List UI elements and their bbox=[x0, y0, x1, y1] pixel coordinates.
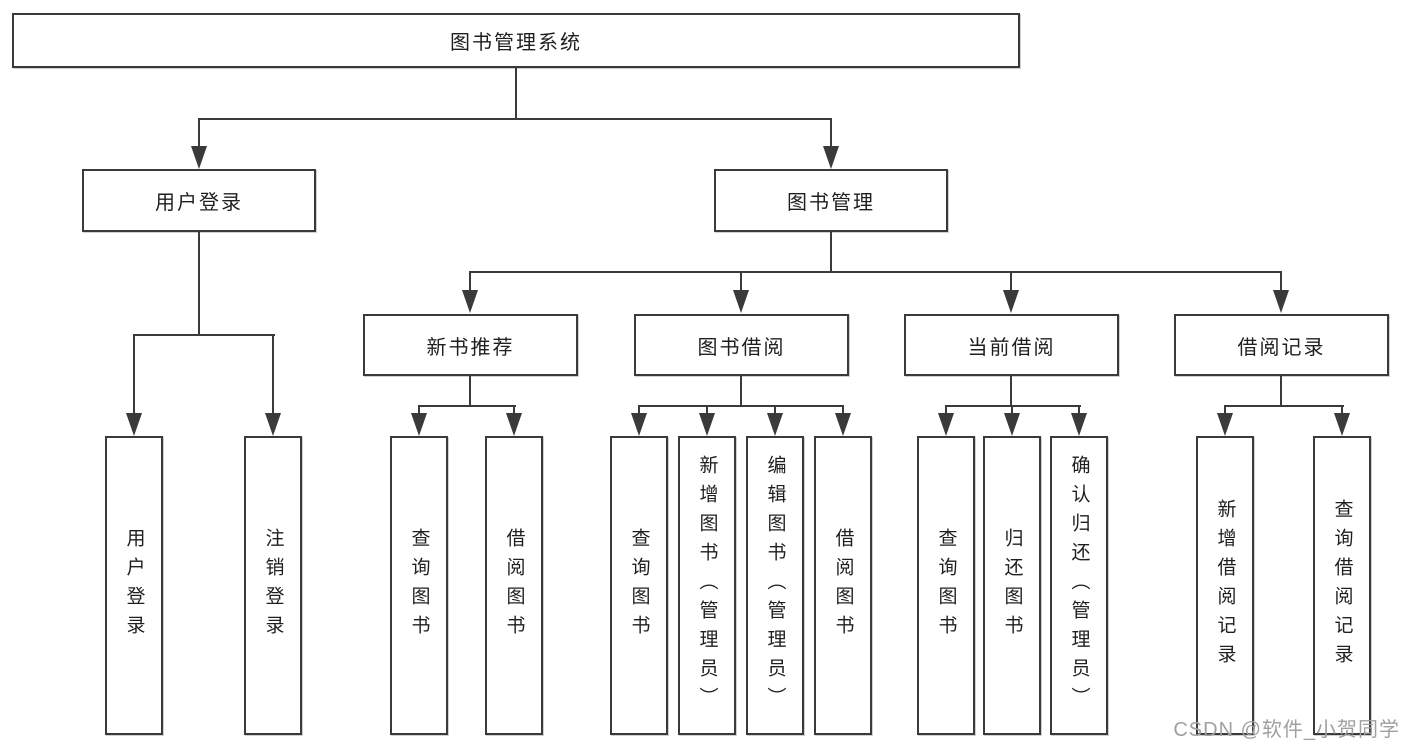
arrow-down-icon bbox=[411, 413, 427, 436]
arrow-down-icon bbox=[506, 413, 522, 436]
node-label: 借阅图书 bbox=[503, 527, 525, 644]
node-add-books-admin: 新增图书（管理员） bbox=[678, 436, 736, 735]
node-user-login: 用户登录 bbox=[82, 169, 316, 232]
node-label: 注销登录 bbox=[262, 527, 284, 644]
connector-line bbox=[198, 118, 200, 150]
node-label: 确认归还（管理员） bbox=[1068, 455, 1090, 716]
connector-line bbox=[945, 405, 947, 417]
connector-line bbox=[272, 334, 274, 416]
connector-line bbox=[418, 405, 516, 407]
node-label: 编辑图书（管理员） bbox=[764, 455, 786, 716]
connector-line bbox=[515, 68, 517, 120]
watermark-text: CSDN @软件_小贺同学 bbox=[1173, 719, 1400, 741]
connector-line bbox=[469, 271, 471, 293]
arrow-down-icon bbox=[265, 413, 281, 436]
node-label: 新增借阅记录 bbox=[1214, 498, 1236, 673]
connector-line bbox=[1010, 271, 1012, 293]
connector-line bbox=[1078, 405, 1080, 417]
node-label: 借阅记录 bbox=[1237, 336, 1326, 359]
connector-line bbox=[830, 118, 832, 150]
connector-line bbox=[1011, 405, 1013, 417]
connector-line bbox=[418, 405, 420, 417]
connector-line bbox=[740, 271, 742, 293]
connector-line bbox=[1280, 271, 1282, 293]
arrow-down-icon bbox=[631, 413, 647, 436]
node-label: 归还图书 bbox=[1001, 527, 1023, 644]
node-edit-books-admin: 编辑图书（管理员） bbox=[746, 436, 804, 735]
arrow-down-icon bbox=[835, 413, 851, 436]
node-new-book-recommend: 新书推荐 bbox=[363, 314, 578, 376]
arrow-down-icon bbox=[699, 413, 715, 436]
arrow-down-icon bbox=[462, 290, 478, 313]
arrow-down-icon bbox=[191, 146, 207, 169]
node-label: 借阅图书 bbox=[832, 527, 854, 644]
node-label: 查询借阅记录 bbox=[1331, 498, 1353, 673]
connector-line bbox=[1224, 405, 1344, 407]
node-return-books: 归还图书 bbox=[983, 436, 1041, 735]
node-label: 图书管理 bbox=[787, 192, 875, 214]
arrow-down-icon bbox=[1334, 413, 1350, 436]
node-current-borrowing: 当前借阅 bbox=[904, 314, 1119, 376]
connector-line bbox=[198, 118, 832, 120]
connector-line bbox=[740, 376, 742, 407]
connector-line bbox=[133, 334, 135, 416]
node-label: 新书推荐 bbox=[426, 336, 515, 359]
arrow-down-icon bbox=[1004, 413, 1020, 436]
node-query-borrow-record: 查询借阅记录 bbox=[1313, 436, 1371, 735]
node-borrowing-records: 借阅记录 bbox=[1174, 314, 1389, 376]
connector-line bbox=[638, 405, 844, 407]
connector-line bbox=[830, 232, 832, 273]
connector-line bbox=[842, 405, 844, 417]
connector-line bbox=[469, 376, 471, 407]
node-query-books-borrowing: 查询图书 bbox=[610, 436, 668, 735]
node-user-login-action: 用户登录 bbox=[105, 436, 163, 735]
connector-line bbox=[1341, 405, 1343, 417]
node-logout: 注销登录 bbox=[244, 436, 302, 735]
node-label: 图书管理系统 bbox=[450, 32, 582, 54]
arrow-down-icon bbox=[733, 290, 749, 313]
arrow-down-icon bbox=[1003, 290, 1019, 313]
arrow-down-icon bbox=[1273, 290, 1289, 313]
arrow-down-icon bbox=[126, 413, 142, 436]
node-library-management-system: 图书管理系统 bbox=[12, 13, 1020, 68]
node-label: 查询图书 bbox=[628, 527, 650, 644]
node-confirm-return-admin: 确认归还（管理员） bbox=[1050, 436, 1108, 735]
node-label: 查询图书 bbox=[935, 527, 957, 644]
node-label: 图书借阅 bbox=[697, 336, 786, 359]
node-borrow-books-recommend: 借阅图书 bbox=[485, 436, 543, 735]
arrow-down-icon bbox=[1217, 413, 1233, 436]
node-query-books-current: 查询图书 bbox=[917, 436, 975, 735]
node-label: 用户登录 bbox=[123, 527, 145, 644]
node-label: 查询图书 bbox=[408, 527, 430, 644]
connector-line bbox=[774, 405, 776, 417]
arrow-down-icon bbox=[767, 413, 783, 436]
arrow-down-icon bbox=[823, 146, 839, 169]
node-label: 新增图书（管理员） bbox=[696, 455, 718, 716]
connector-line bbox=[513, 405, 515, 417]
connector-line bbox=[945, 405, 1081, 407]
connector-line bbox=[706, 405, 708, 417]
node-label: 用户登录 bbox=[155, 192, 243, 214]
connector-line bbox=[198, 232, 200, 336]
connector-line bbox=[1280, 376, 1282, 407]
node-add-borrow-record: 新增借阅记录 bbox=[1196, 436, 1254, 735]
node-query-books-recommend: 查询图书 bbox=[390, 436, 448, 735]
connector-line bbox=[1224, 405, 1226, 417]
arrow-down-icon bbox=[1071, 413, 1087, 436]
node-borrow-books: 借阅图书 bbox=[814, 436, 872, 735]
connector-line bbox=[133, 334, 275, 336]
arrow-down-icon bbox=[938, 413, 954, 436]
connector-line bbox=[469, 271, 1282, 273]
connector-line bbox=[1010, 376, 1012, 407]
connector-line bbox=[638, 405, 640, 417]
node-label: 当前借阅 bbox=[967, 336, 1056, 359]
node-book-management: 图书管理 bbox=[714, 169, 948, 232]
node-book-borrowing: 图书借阅 bbox=[634, 314, 849, 376]
